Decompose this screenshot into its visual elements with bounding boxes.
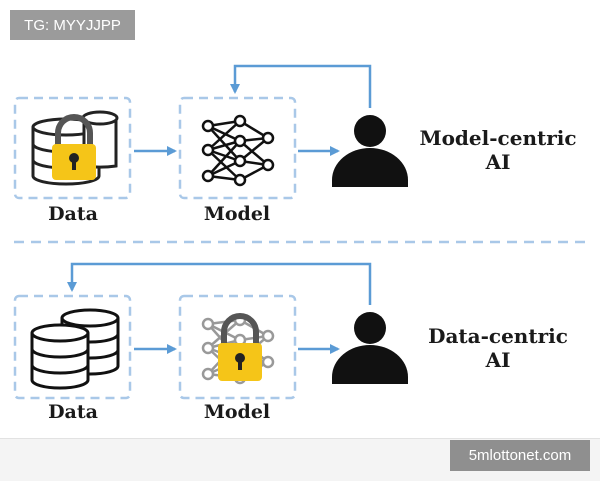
- neural-network-icon: [201, 114, 275, 187]
- data-centric-title-line2: AI: [485, 348, 511, 372]
- data-box-bottom: [13, 294, 132, 400]
- lock-icon: [218, 313, 262, 381]
- data-label-top: Data: [48, 203, 98, 225]
- model-centric-title-line1: Model-centric: [419, 126, 577, 150]
- model-centric-title-line2: AI: [485, 150, 511, 174]
- model-box-bottom: [178, 294, 297, 400]
- telegram-watermark: TG: MYYJJPP: [10, 10, 135, 40]
- feedback-arrow-to-model: [230, 64, 372, 108]
- model-centric-title: Model-centric AI: [403, 126, 593, 174]
- model-label-top: Model: [203, 203, 271, 225]
- model-box-top: [178, 96, 297, 200]
- person-icon: [332, 312, 408, 384]
- feedback-arrow-to-data: [67, 262, 372, 305]
- person-icon: [332, 115, 408, 187]
- site-watermark: 5mlottonet.com: [450, 440, 590, 471]
- data-centric-title-line1: Data-centric: [428, 324, 568, 348]
- data-centric-title: Data-centric AI: [403, 324, 593, 372]
- data-box-top: [13, 96, 132, 200]
- data-label-bottom: Data: [48, 401, 98, 423]
- model-label-bottom: Model: [203, 401, 271, 423]
- lock-icon: [52, 114, 96, 180]
- database-icon: [30, 308, 120, 390]
